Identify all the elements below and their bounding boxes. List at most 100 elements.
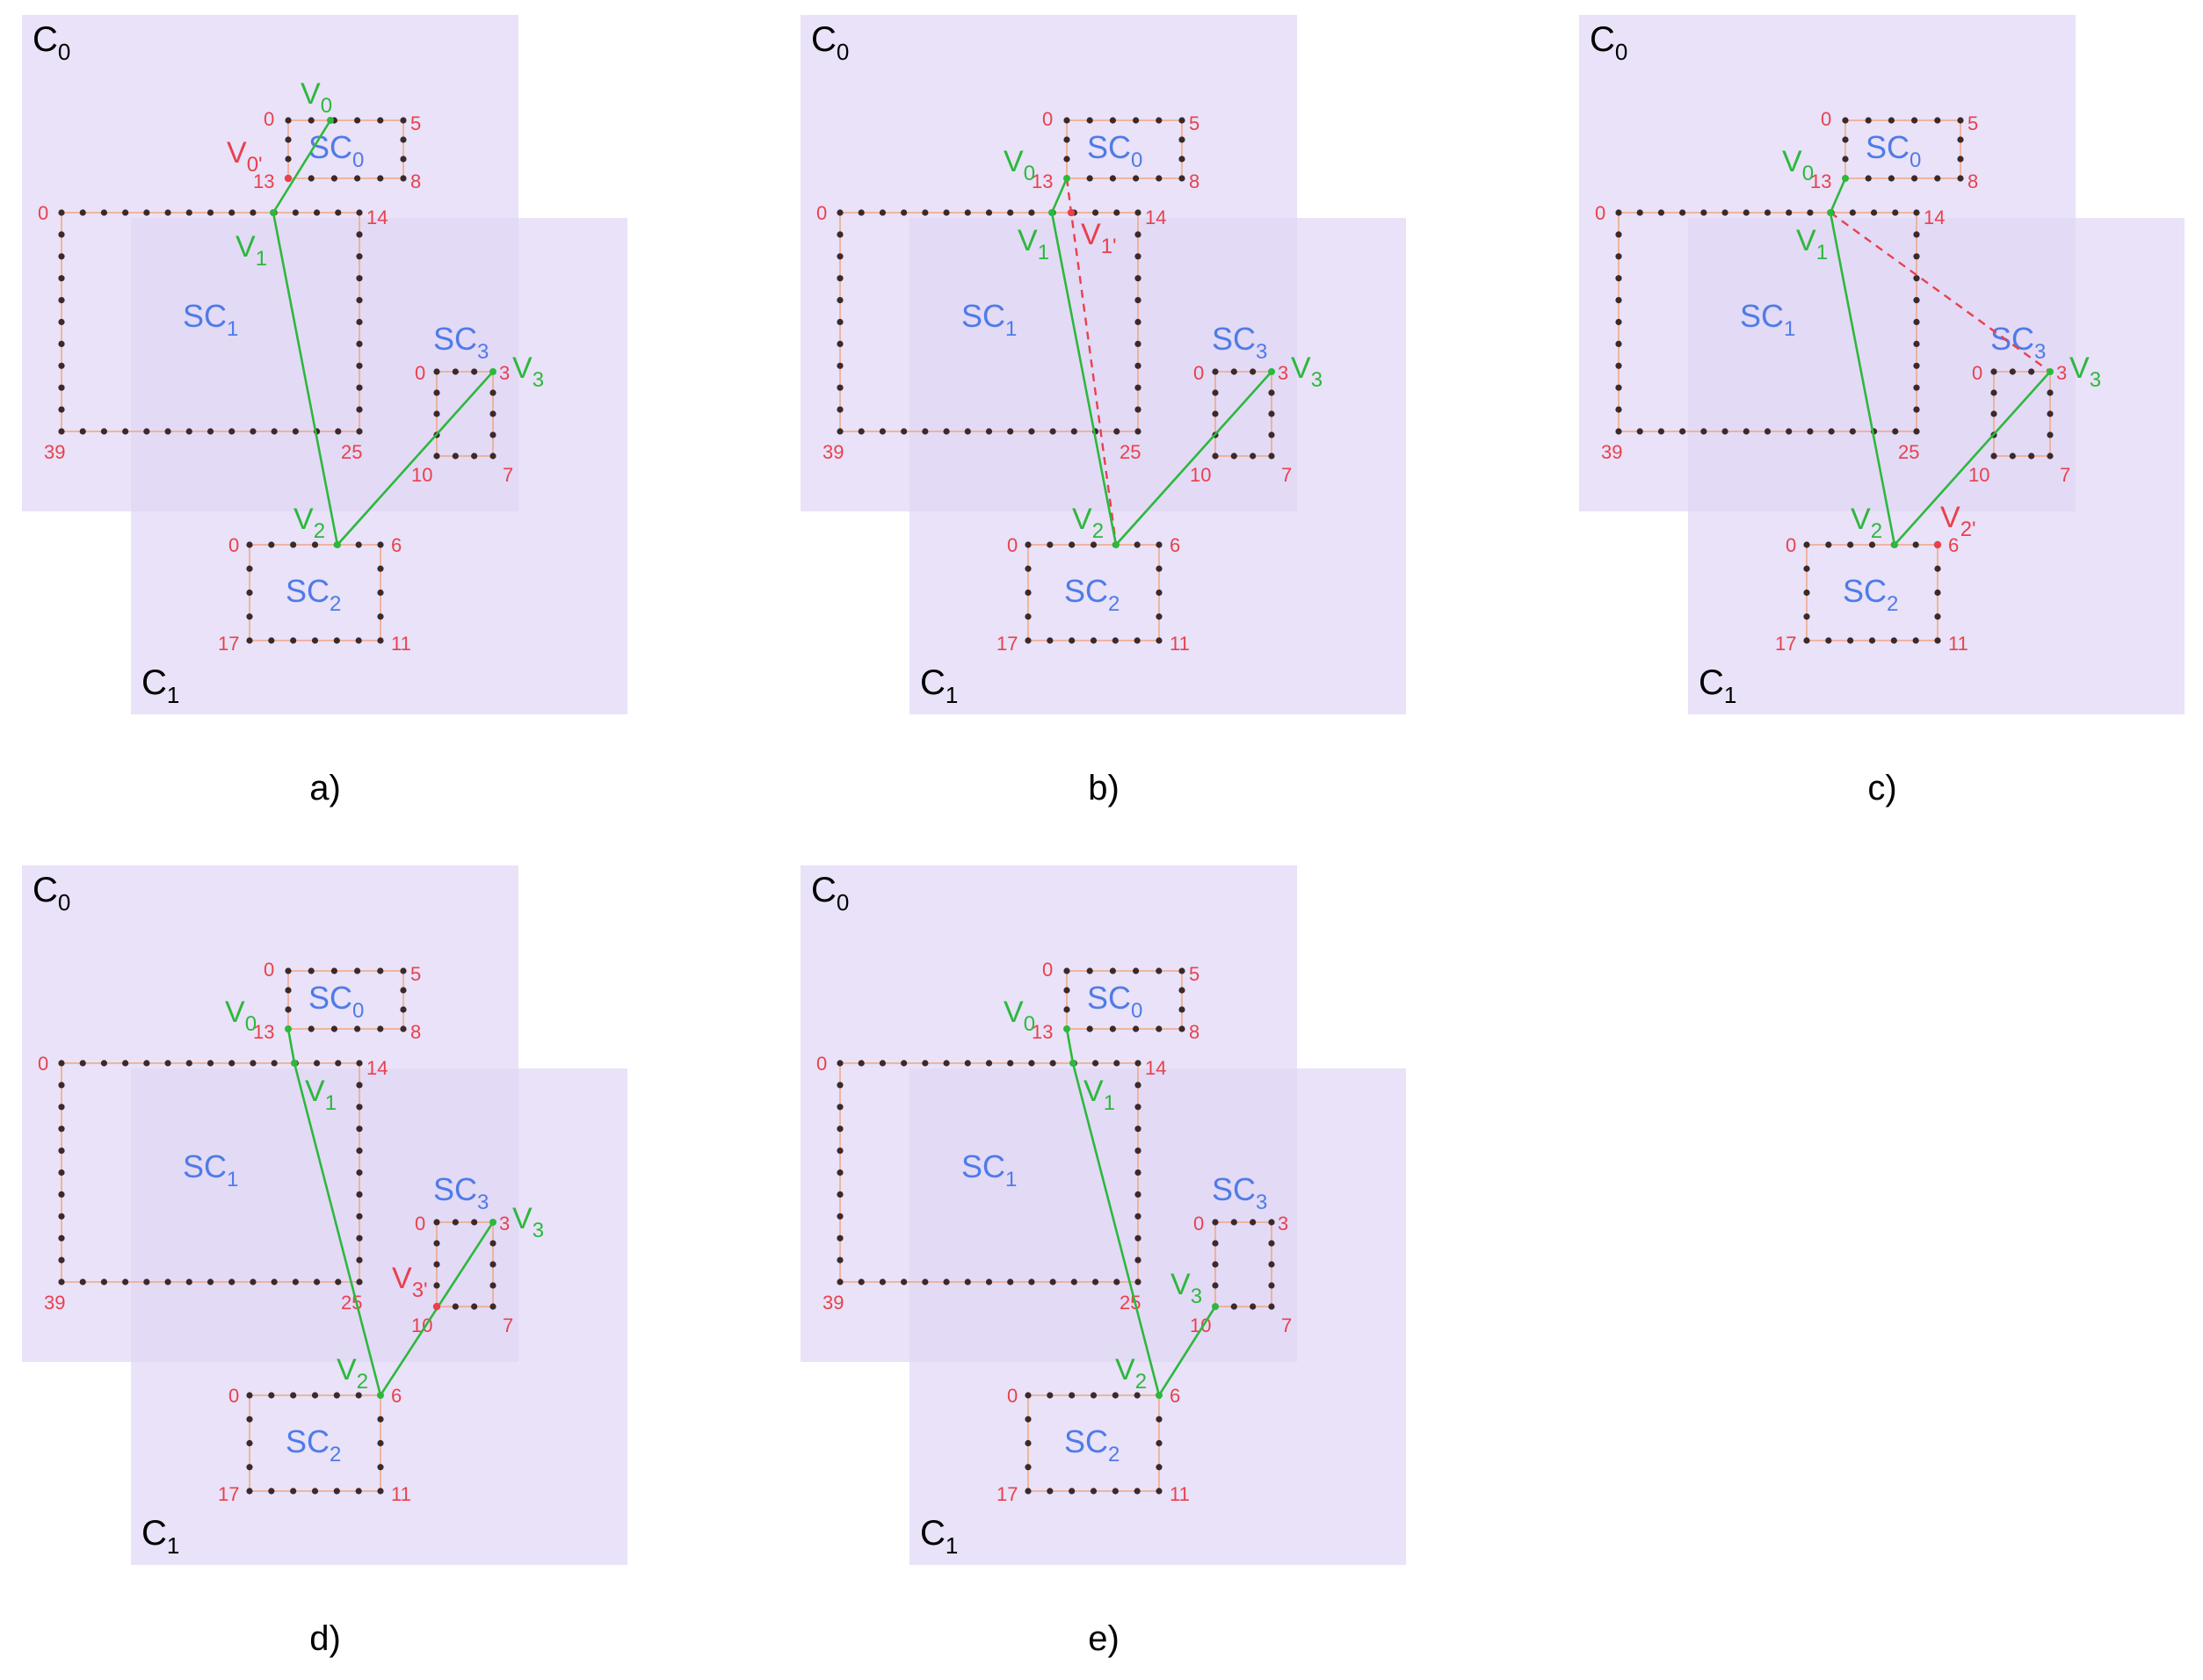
sc2-node: [1112, 1392, 1119, 1399]
sc3-node: [2009, 368, 2016, 375]
sc1-node: [58, 1148, 65, 1155]
sc2-node: [1047, 1488, 1054, 1495]
sc0-node: [400, 1006, 407, 1013]
sc1-node: [922, 1060, 929, 1067]
sc2-node: [290, 637, 297, 644]
sc0-node: [1109, 175, 1116, 182]
sc0-outline: [287, 970, 404, 1030]
sc1-index-label: 0: [816, 1053, 827, 1075]
path-vertex-dot: [1827, 209, 1834, 216]
sc1-node: [313, 1060, 321, 1067]
sc2-node: [246, 1488, 253, 1495]
sc1-node: [901, 1060, 908, 1067]
sc1-node: [356, 318, 363, 326]
sc0-node: [1063, 967, 1070, 974]
sc1-node: [1113, 209, 1120, 216]
sc3-node: [2047, 389, 2054, 396]
sc1-node: [1615, 253, 1622, 260]
sc3-node: [1990, 410, 1997, 417]
sc1-node: [58, 1213, 65, 1220]
sc0-node: [1063, 117, 1070, 124]
sc1-node: [879, 428, 887, 435]
sc0-node: [1156, 175, 1163, 182]
sc0-index-label: 8: [1189, 170, 1199, 192]
sc0-node: [1063, 987, 1070, 994]
sc1-node: [922, 209, 929, 216]
sc1-node: [1913, 253, 1920, 260]
vertex-label-v0: V0: [301, 77, 332, 118]
sc1-node: [1134, 1169, 1141, 1177]
sc3-index-label: 0: [415, 1213, 425, 1235]
sc1-node: [1134, 209, 1141, 216]
candidate-label-v1-prime: V1': [1081, 218, 1117, 258]
sc1-node: [1615, 428, 1622, 435]
sc0-label: SC0: [1087, 129, 1142, 172]
vertex-label-v0: V0: [1782, 145, 1814, 185]
sc0-node: [1178, 1025, 1185, 1032]
sc1-node: [356, 209, 363, 216]
sc1-node: [356, 297, 363, 304]
sc2-label: SC2: [286, 573, 341, 616]
sc3-label: SC3: [433, 321, 489, 364]
sc0-node: [400, 117, 407, 124]
sc3-node: [433, 1219, 440, 1226]
sc3-label: SC3: [433, 1171, 489, 1214]
path-vertex-dot: [1063, 175, 1070, 182]
vertex-label-v2: V2: [293, 503, 325, 543]
sc1-node: [901, 428, 908, 435]
sc0-node: [285, 156, 292, 163]
vertex-label-v2: V2: [1851, 503, 1882, 543]
vertex-label-v2: V2: [1115, 1353, 1147, 1394]
sc1-node: [1615, 384, 1622, 391]
sc0-node: [1178, 117, 1185, 124]
sc3-node: [1268, 453, 1275, 460]
sc0-index-label: 5: [410, 112, 421, 134]
sc2-node: [333, 1392, 340, 1399]
vertex-label-v3: V3: [1170, 1268, 1202, 1308]
sc2-node: [311, 1392, 319, 1399]
sc0-node: [308, 175, 315, 182]
sc1-index-label: 39: [823, 1292, 844, 1314]
sc1-node: [1134, 1213, 1141, 1220]
sc1-node: [1007, 209, 1014, 216]
sc1-node: [901, 209, 908, 216]
sc1-node: [271, 1278, 278, 1285]
sc3-node: [1268, 1240, 1275, 1247]
sc2-index-label: 0: [1786, 534, 1796, 556]
sc2-label: SC2: [1843, 573, 1898, 616]
path-vertex-dot: [1069, 1060, 1076, 1067]
sc1-node: [207, 1278, 214, 1285]
sc1-node: [185, 209, 192, 216]
path-vertex-dot: [334, 541, 341, 548]
sc1-node: [837, 1213, 844, 1220]
sc1-node: [58, 1235, 65, 1242]
sc1-node: [964, 1060, 971, 1067]
sc3-node: [471, 453, 478, 460]
sc2-node: [1112, 1488, 1119, 1495]
panel-caption: a): [309, 769, 341, 807]
sc0-index-label: 0: [264, 959, 274, 981]
sc3-node: [2028, 368, 2035, 375]
sc2-node: [246, 589, 253, 597]
sc0-index-label: 0: [264, 108, 274, 130]
sc1-node: [58, 1082, 65, 1089]
sc0-node: [330, 175, 337, 182]
sc1-node: [100, 428, 108, 435]
sc1-node: [837, 1256, 844, 1264]
sc1-node: [1913, 275, 1920, 282]
sc1-node: [985, 1278, 993, 1285]
sc2-node: [377, 1416, 384, 1423]
sc3-node: [1268, 431, 1275, 438]
sc3-label: SC3: [1212, 1171, 1267, 1214]
sc1-node: [1028, 209, 1035, 216]
sc1-node: [292, 428, 299, 435]
sc3-node: [1230, 1219, 1237, 1226]
sc0-index-label: 0: [1821, 108, 1831, 130]
sc0-node: [1934, 175, 1941, 182]
path-vertex-dot: [1112, 541, 1120, 548]
sc1-node: [1134, 428, 1141, 435]
panel-caption: c): [1867, 769, 1896, 807]
sc1-node: [58, 340, 65, 347]
sc2-node: [268, 541, 275, 548]
